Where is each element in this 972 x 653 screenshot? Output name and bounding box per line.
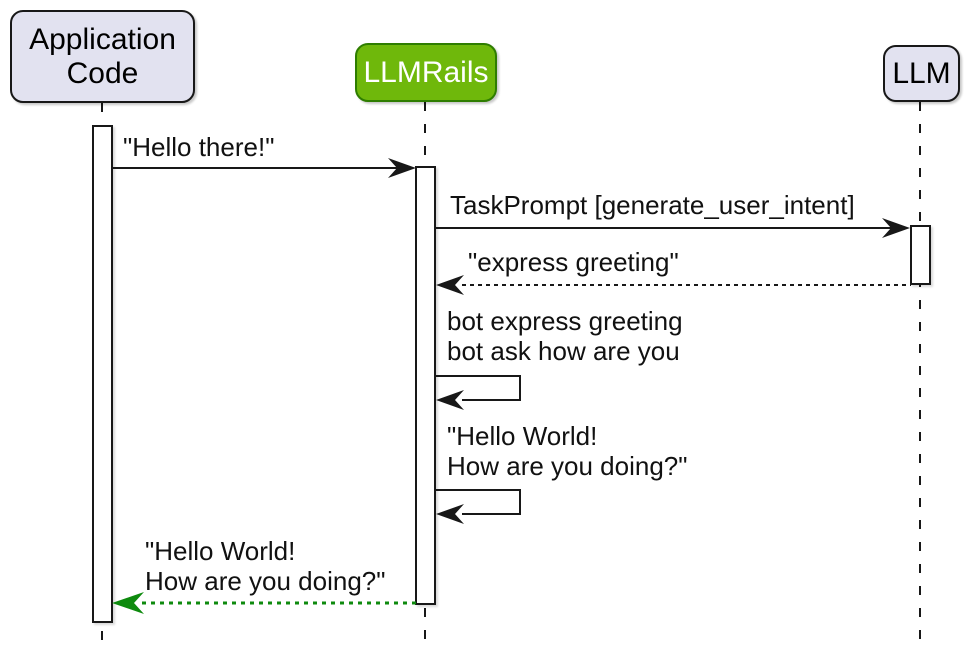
participant-box-llm: LLM <box>883 45 960 102</box>
message-label-task-prompt: TaskPrompt [generate_user_intent] <box>450 190 855 220</box>
self-loop-line <box>436 489 521 515</box>
arrow-self-hello-world <box>436 489 521 524</box>
participant-label-application-code: Application Code <box>29 22 176 90</box>
lifeline-llm <box>919 102 921 640</box>
participant-box-application-code: Application Code <box>10 10 195 103</box>
message-label-hello-there: "Hello there!" <box>123 132 275 162</box>
arrowhead-left-icon <box>436 390 464 410</box>
participant-label-llm: LLM <box>892 56 951 90</box>
arrow-hello-world-return <box>112 592 416 614</box>
self-loop-line <box>436 375 521 401</box>
arrow-task-prompt <box>436 218 910 238</box>
arrowhead-right-icon <box>882 218 910 238</box>
activation-bar-llm <box>910 225 931 285</box>
activation-bar-application-code <box>92 125 113 623</box>
arrowhead-left-icon <box>436 275 464 295</box>
participant-label-llmrails: LLMRails <box>363 55 489 89</box>
message-label-express-greeting: "express greeting" <box>468 247 679 277</box>
message-label-bot-express-greeting: bot express greeting bot ask how are you <box>447 306 683 366</box>
arrowhead-left-icon <box>436 504 464 524</box>
arrow-express-greeting-return <box>436 275 911 295</box>
arrowhead-left-green-icon <box>112 592 144 614</box>
message-label-hello-world-self: "Hello World! How are you doing?" <box>447 421 688 481</box>
message-label-hello-world-return: "Hello World! How are you doing?" <box>145 536 386 596</box>
arrow-hello-there <box>113 158 416 178</box>
activation-bar-llmrails <box>415 166 436 605</box>
participant-box-llmrails: LLMRails <box>355 43 497 102</box>
arrowhead-right-icon <box>388 158 416 178</box>
arrow-self-bot-express-greeting <box>436 375 521 410</box>
